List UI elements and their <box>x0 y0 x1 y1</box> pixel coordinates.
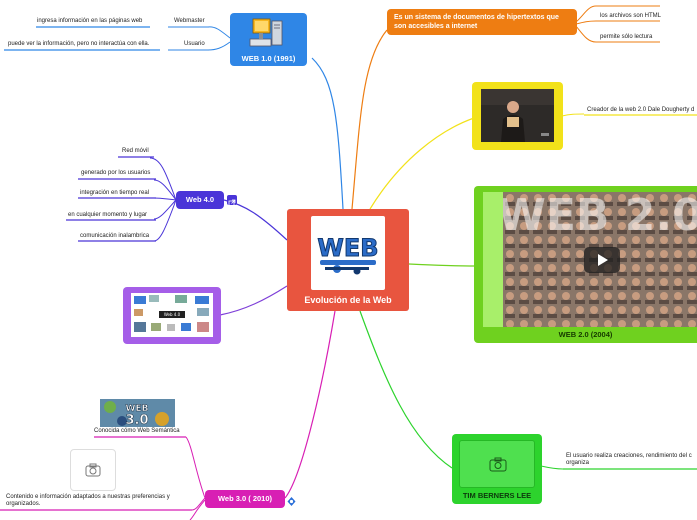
central-topic-title: Evolución de la Web <box>304 295 392 305</box>
topic-web-4-0[interactable]: Web 4.0 <box>176 191 224 209</box>
web30-logo-image[interactable]: WEB 3.0 <box>100 399 175 427</box>
web40-diagram-image: Web 4.0 <box>131 293 213 337</box>
tim-detail-line2[interactable]: organiza <box>566 460 590 466</box>
creator-label[interactable]: Creador de la web 2.0 Dale Dougherty d <box>587 107 695 113</box>
creator-photo-topic[interactable] <box>472 82 563 150</box>
topic-definition[interactable]: Es un sistema de documentos de hipertext… <box>387 9 577 35</box>
web40-item-momento-lugar[interactable]: en cualquier momento y lugar <box>68 212 148 218</box>
web-logo-text: WEB <box>317 234 378 262</box>
topic-web-2-0-title: WEB 2.0 (2004) <box>558 330 613 339</box>
web10-usuario-label[interactable]: Usuario <box>184 41 205 47</box>
topic-web-3-0[interactable]: Web 3.0 ( 2010) <box>205 490 285 508</box>
web-logo-image: WEB <box>311 216 385 290</box>
web30-adapted-content-label[interactable]: Contenido e información adaptados a nues… <box>6 494 170 507</box>
web40-item-inalambrica[interactable]: comunicación inalambrica <box>80 233 150 239</box>
web10-webmaster-label[interactable]: Webmaster <box>174 18 205 24</box>
speaker-photo <box>481 89 554 142</box>
def-read-only-label[interactable]: permite sólo lectura <box>600 34 653 40</box>
topic-web-1-0-title: WEB 1.0 (1991) <box>241 54 296 63</box>
topic-tim-berners-lee[interactable]: TIM BERNERS LEE <box>452 434 542 504</box>
computer-icon <box>249 18 283 47</box>
web30-image-placeholder[interactable] <box>70 449 116 491</box>
web30-logo-line2: 3.0 <box>125 413 148 427</box>
web40-image-topic[interactable]: Web 4.0 <box>123 287 221 344</box>
web40-item-usuarios[interactable]: generado por los usuarios <box>81 170 151 176</box>
camera-icon <box>489 457 507 472</box>
web30-semantic-label[interactable]: Conocida cómo Web Semántica <box>94 428 180 434</box>
central-topic[interactable]: WEB Evolución de la Web <box>287 209 409 311</box>
web10-usuario-detail[interactable]: puede ver la información, pero no intera… <box>8 41 150 47</box>
location-pin-icon[interactable] <box>287 494 296 506</box>
video-banner-text: WEB 2.0 <box>503 192 697 241</box>
external-link-icon[interactable] <box>227 195 237 207</box>
web30-logo-line1: WEB <box>126 404 149 414</box>
web40-item-red-movil[interactable]: Red móvil <box>122 148 149 154</box>
topic-web-1-0[interactable]: WEB 1.0 (1991) <box>230 13 307 66</box>
web40-item-tiempo-real[interactable]: integración en tiempo real <box>80 190 150 196</box>
topic-tim-title: TIM BERNERS LEE <box>462 491 532 500</box>
tim-detail-line1[interactable]: El usuario realiza creaciones, rendimien… <box>566 453 692 459</box>
web40-diagram-caption: Web 4.0 <box>164 312 181 317</box>
tim-image-placeholder <box>459 440 535 488</box>
video-play-button[interactable] <box>584 247 620 273</box>
web10-webmaster-detail[interactable]: ingresa información en las páginas web <box>37 18 143 24</box>
def-html-label[interactable]: los archivos son HTML <box>600 13 662 19</box>
camera-icon <box>85 463 101 477</box>
